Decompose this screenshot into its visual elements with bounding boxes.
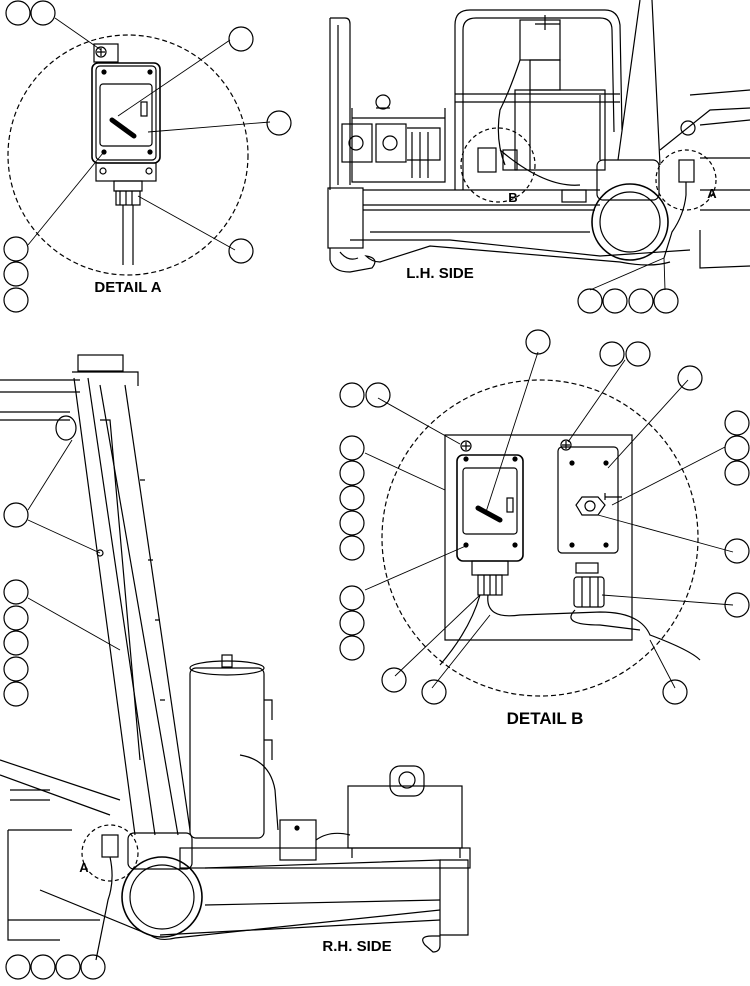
callout-bubble — [3, 287, 29, 313]
callout-bubble — [30, 0, 56, 26]
detail-b-boundary — [381, 379, 699, 697]
callout-bubble — [3, 579, 29, 605]
callout-bubble — [5, 954, 31, 980]
callout-bubble — [3, 630, 29, 656]
callout-bubble — [3, 502, 29, 528]
callout-bubble — [30, 954, 56, 980]
callout-bubble — [266, 110, 292, 136]
callout-bubble — [365, 382, 391, 408]
detail-b-title: DETAIL B — [507, 709, 584, 728]
rh-side-title: R.H. SIDE — [322, 938, 391, 955]
callout-bubble — [602, 288, 628, 314]
lh-detail-b-marker — [460, 127, 536, 203]
rh-detail-a-marker — [81, 824, 139, 882]
callout-bubble — [339, 635, 365, 661]
callout-bubble — [3, 605, 29, 631]
callout-bubble — [724, 538, 750, 564]
callout-bubble — [421, 679, 447, 705]
callout-bubble — [662, 679, 688, 705]
callout-bubble — [628, 288, 654, 314]
detail-a-view — [3, 0, 292, 313]
callout-bubble — [339, 535, 365, 561]
rh-detail-a-letter: A — [79, 860, 89, 875]
callout-bubble — [525, 329, 551, 355]
callout-bubble — [653, 288, 679, 314]
callout-bubble — [339, 510, 365, 536]
callout-bubble — [724, 460, 750, 486]
callout-bubble — [381, 667, 407, 693]
callout-bubble — [3, 681, 29, 707]
callout-bubble — [3, 236, 29, 262]
lh-detail-a-marker — [655, 149, 717, 211]
callout-bubble — [339, 485, 365, 511]
callout-bubble — [724, 435, 750, 461]
callout-bubble — [599, 341, 625, 367]
lh-detail-a-letter: A — [707, 186, 717, 201]
lh-detail-b-letter: B — [508, 190, 517, 205]
callout-bubble — [339, 435, 365, 461]
detail-b-view — [339, 329, 750, 705]
callout-bubble — [228, 238, 254, 264]
callout-bubble — [80, 954, 106, 980]
callout-bubble — [724, 592, 750, 618]
callout-bubble — [339, 460, 365, 486]
callout-bubble — [339, 585, 365, 611]
detail-a-title: DETAIL A — [94, 279, 161, 296]
callout-bubble — [677, 365, 703, 391]
lh-side-view — [327, 0, 750, 314]
lh-side-title: L.H. SIDE — [406, 265, 474, 282]
detail-a-boundary — [7, 34, 249, 276]
callout-bubble — [339, 610, 365, 636]
rh-wheel — [121, 856, 203, 938]
rh-side-view — [0, 354, 471, 980]
callout-bubble — [3, 656, 29, 682]
callout-bubble — [3, 261, 29, 287]
callout-bubble — [55, 954, 81, 980]
callout-bubble — [5, 0, 31, 26]
callout-bubble — [724, 410, 750, 436]
callout-bubble — [339, 382, 365, 408]
lh-wheel — [591, 183, 669, 261]
callout-bubble — [228, 26, 254, 52]
callout-bubble — [577, 288, 603, 314]
callout-bubble — [625, 341, 651, 367]
